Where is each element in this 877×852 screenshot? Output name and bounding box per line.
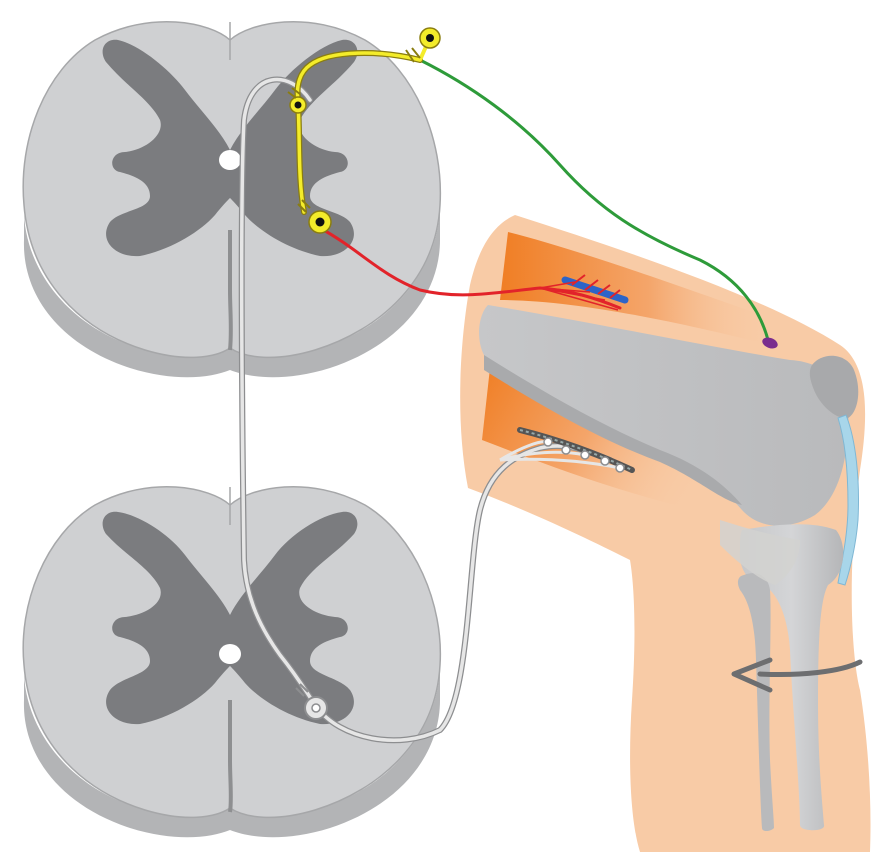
leg-knee-joint xyxy=(460,215,870,852)
dorsal-root-ganglion-nucleus xyxy=(426,34,434,42)
lower-cord-central-canal xyxy=(219,644,241,664)
lower-motor-neuron-nucleus xyxy=(312,704,320,712)
upper-cord-anterior-fissure xyxy=(230,230,231,350)
upper-motor-neuron-nucleus xyxy=(316,218,325,227)
lower-cord-anterior-fissure xyxy=(230,700,231,812)
upper-cord-central-canal xyxy=(219,150,241,170)
interneuron-nucleus xyxy=(295,102,302,109)
upper-spinal-cord-section xyxy=(23,22,440,378)
lower-spinal-cord-section xyxy=(23,487,440,838)
